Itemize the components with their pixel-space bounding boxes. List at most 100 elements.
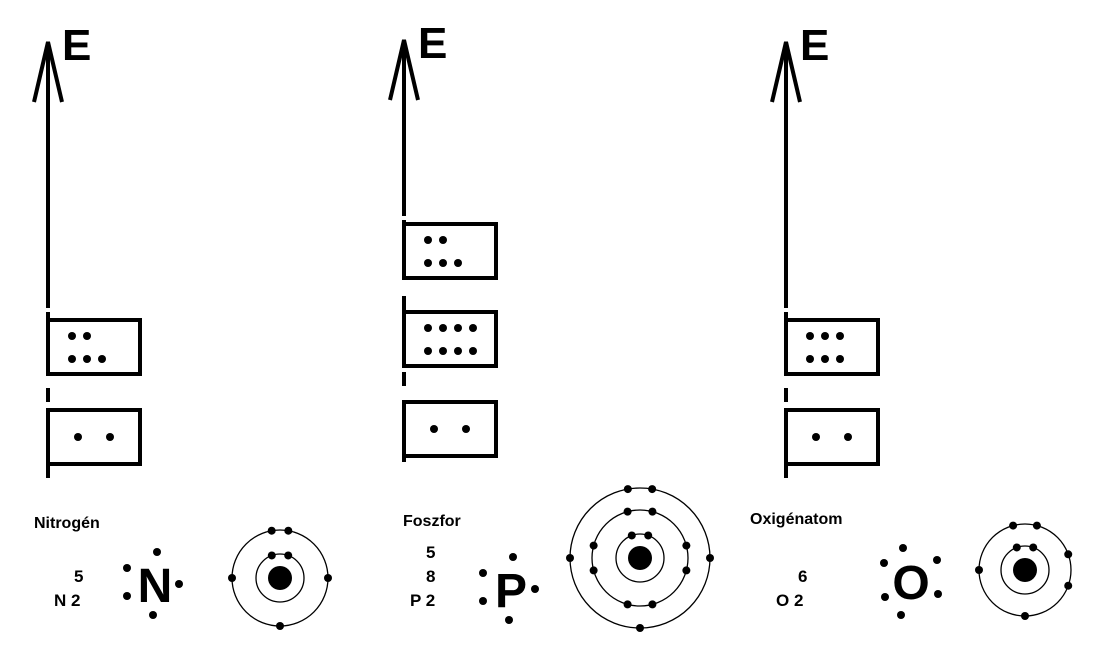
shell-electron: [623, 507, 632, 516]
energy-level-box: [784, 318, 880, 376]
shell-electron: [648, 485, 657, 494]
shell-electron: [284, 526, 293, 535]
electron-shell: [591, 509, 689, 607]
panel-nitrogen: E Nitrogén 5 N 2 N: [32, 21, 332, 630]
nucleus: [628, 546, 652, 570]
lewis-symbol: O: [892, 557, 929, 610]
arrow-head-icon: [770, 41, 802, 103]
energy-level-box: [784, 408, 880, 466]
electron-dot: [98, 355, 106, 363]
shell-electron: [975, 566, 983, 574]
level-box-frame: [784, 318, 880, 376]
lewis-dot: [531, 585, 539, 593]
lewis-dot: [897, 611, 905, 619]
shell-electron: [267, 551, 276, 560]
level-box-frame: [784, 408, 880, 466]
panel-oxygen: E Oxigénatom 6 O 2 O: [750, 21, 1073, 620]
shell-electron: [682, 566, 691, 575]
electron-dot: [424, 347, 432, 355]
level-box-frame: [46, 318, 142, 376]
config-number: 8: [426, 567, 435, 586]
energy-level-box: [46, 318, 142, 376]
electron-dot: [806, 355, 814, 363]
electron-dot: [836, 332, 844, 340]
config-number: 5: [74, 567, 83, 586]
axis-label-E: E: [62, 21, 91, 70]
lewis-dot: [123, 564, 131, 572]
electron-shell: [255, 553, 305, 603]
electron-dot: [454, 259, 462, 267]
shell-electron: [1012, 543, 1021, 552]
electron-dot: [424, 324, 432, 332]
shell-electron: [1021, 612, 1029, 620]
config-number: 5: [426, 543, 435, 562]
lewis-structure: N: [123, 548, 183, 619]
shell-electron: [623, 600, 632, 609]
electron-dot: [454, 324, 462, 332]
bohr-model: [566, 485, 714, 632]
shell-electron: [623, 485, 632, 494]
nucleus: [268, 566, 292, 590]
electron-dot: [430, 425, 438, 433]
electron-dot: [844, 433, 852, 441]
shell-electron: [1064, 581, 1073, 590]
lewis-structure: O: [880, 544, 942, 619]
config-symbol-row: N 2: [54, 591, 80, 610]
config-symbol-row: O 2: [776, 591, 803, 610]
shell-electron: [627, 531, 636, 540]
electron-dot: [439, 259, 447, 267]
electron-shell: [1000, 545, 1050, 595]
electron-dot: [469, 324, 477, 332]
shell-electron: [1029, 543, 1038, 552]
arrow-head-icon: [32, 41, 64, 103]
lewis-symbol: N: [138, 560, 173, 613]
energy-level-box: [46, 408, 142, 466]
lewis-dot: [479, 597, 487, 605]
shell-electron: [648, 507, 657, 516]
electron-dot: [462, 425, 470, 433]
electron-dot: [454, 347, 462, 355]
shell-electron: [1009, 521, 1018, 530]
shell-electron: [324, 574, 332, 582]
energy-level-box: [402, 310, 498, 368]
electron-dot: [83, 355, 91, 363]
shell-electron: [706, 554, 714, 562]
lewis-symbol: P: [495, 565, 527, 618]
level-box-frame: [402, 400, 498, 458]
electron-dot: [821, 355, 829, 363]
bohr-model: [975, 521, 1073, 620]
electron-dot: [68, 355, 76, 363]
config-number: 6: [798, 567, 807, 586]
axis-label-E: E: [800, 21, 829, 70]
shell-electron: [644, 531, 653, 540]
shell-electron: [1064, 550, 1073, 559]
lewis-dot: [505, 616, 513, 624]
lewis-dot: [509, 553, 517, 561]
shell-electron: [636, 624, 644, 632]
element-name: Oxigénatom: [750, 511, 842, 528]
electron-dot: [439, 236, 447, 244]
lewis-dot: [934, 590, 942, 598]
shell-electron: [648, 600, 657, 609]
element-name: Nitrogén: [34, 515, 100, 532]
level-box-frame: [402, 222, 498, 280]
level-box-frame: [46, 408, 142, 466]
electron-shell: [615, 533, 665, 583]
shell-electron: [589, 541, 598, 550]
lewis-dot: [123, 592, 131, 600]
shell-electron: [1032, 521, 1041, 530]
electron-dot: [806, 332, 814, 340]
electron-dot: [106, 433, 114, 441]
arrow-head-icon: [388, 39, 420, 101]
element-name: Foszfor: [403, 513, 461, 530]
energy-level-box: [402, 400, 498, 458]
lewis-dot: [899, 544, 907, 552]
electron-dot: [821, 332, 829, 340]
level-box-frame: [402, 310, 498, 368]
shell-electron: [276, 622, 284, 630]
energy-level-box: [402, 222, 498, 280]
lewis-dot: [153, 548, 161, 556]
electron-dot: [812, 433, 820, 441]
